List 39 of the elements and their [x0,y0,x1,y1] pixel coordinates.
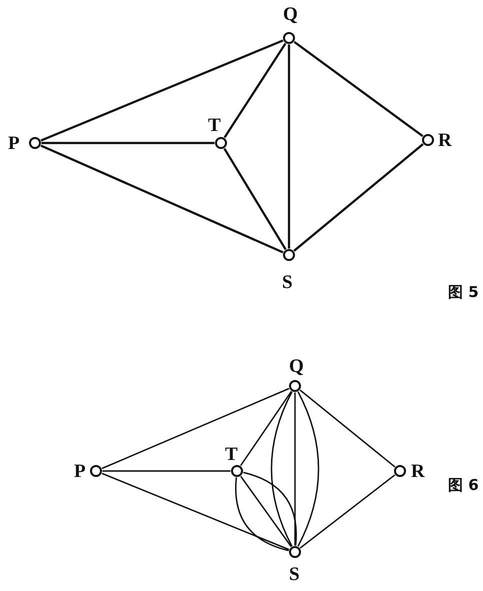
vertex-circle [288,380,300,392]
edge-line [300,390,396,468]
vertex-label: R [411,462,425,481]
vertex-circle [282,248,294,260]
edge-line [40,39,284,142]
edge-line [293,143,424,252]
vertex-label: P [74,462,86,481]
edge-line [224,42,286,138]
curved-edge [270,391,293,547]
vertex-label: Q [283,5,298,24]
vertex-circle [422,134,434,146]
figure-label: 图 5 [448,283,479,302]
vertex-label: T [225,445,238,464]
edge-line [102,388,290,470]
vertex-circle [28,136,40,148]
edge-line [240,390,292,466]
edge-line [300,474,396,549]
vertex-label: R [438,131,452,150]
vertex-circle [90,464,102,476]
edge-line [288,44,290,248]
figure-label: 图 6 [448,476,479,495]
curved-edge [297,391,320,547]
vertex-label: S [282,273,293,292]
edge-line [223,148,287,250]
edge-line [294,40,424,138]
vertex-circle [230,464,242,476]
edge-line [102,470,230,472]
vertex-label: Q [289,357,304,376]
vertex-label: S [289,565,300,584]
edge-line [294,392,296,546]
vertex-label: T [208,116,221,135]
vertex-circle [288,546,300,558]
vertex-circle [394,464,406,476]
vertex-label: P [8,134,20,153]
vertex-circle [282,32,294,44]
edge-line [40,144,284,254]
edge-line [42,142,214,144]
edge-line [102,472,290,550]
vertex-circle [214,136,226,148]
